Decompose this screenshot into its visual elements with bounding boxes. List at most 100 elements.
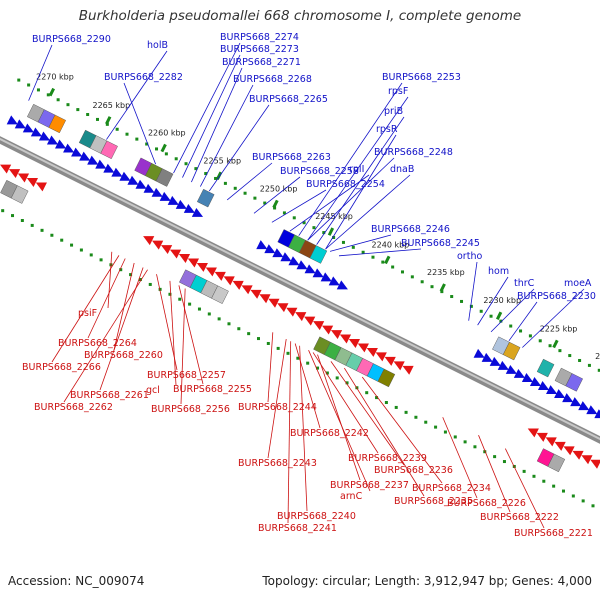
- forward-gene-arrow-head: [264, 244, 276, 254]
- forward-guide-dot: [509, 324, 513, 328]
- forward-label-leader: [182, 54, 241, 178]
- forward-gene-label: BURPS668_2230: [517, 291, 596, 302]
- forward-guide-dot: [578, 358, 582, 362]
- reverse-guide-dot: [581, 499, 585, 503]
- reverse-gene-arrow: [313, 321, 325, 331]
- forward-gene-arrow: [554, 389, 566, 399]
- reverse-gene-arrow-head: [590, 459, 600, 469]
- forward-gene-arrow: [304, 264, 316, 274]
- reverse-gene-arrow: [196, 262, 208, 272]
- reverse-gene-arrow: [26, 178, 39, 187]
- reverse-guide-dot: [247, 332, 251, 336]
- reverse-guide-dot: [414, 415, 418, 419]
- forward-gene-arrow-head: [529, 377, 542, 386]
- reverse-gene-arrow: [241, 285, 253, 295]
- forward-gene-arrow: [183, 203, 195, 213]
- forward-guide-dot: [391, 265, 395, 269]
- reverse-guide-dot: [404, 410, 408, 414]
- reverse-guide-dot: [434, 425, 438, 429]
- accession-text: Accession: NC_009074: [8, 574, 145, 588]
- reverse-gene-arrow: [536, 432, 548, 442]
- forward-guide-dot: [27, 83, 31, 87]
- reverse-gene-arrow-head: [366, 347, 378, 357]
- reverse-gene-box-body: [10, 185, 29, 204]
- reverse-gene-label: BURPS668_2262: [34, 402, 113, 413]
- scale-tick-label: 2225 kbp: [540, 324, 578, 333]
- forward-gene-arrow: [320, 272, 332, 282]
- forward-gene-arrow: [55, 139, 67, 149]
- forward-gene-arrow: [22, 123, 34, 133]
- forward-guide-dot: [194, 167, 198, 171]
- reverse-guide-dot: [50, 233, 54, 237]
- reverse-guide-dot: [227, 322, 231, 326]
- reverse-gene-label: BURPS668_2240: [277, 511, 356, 522]
- forward-guide-dot: [519, 329, 523, 333]
- forward-guide-dot: [302, 221, 306, 225]
- forward-gene-arrow-head: [135, 179, 147, 189]
- label-leaders: [28, 42, 585, 529]
- reverse-gene-arrow: [214, 271, 226, 281]
- forward-label-leader: [208, 104, 270, 192]
- reverse-gene-arrow: [357, 343, 369, 353]
- gene-labels: BURPS668_2290holBBURPS668_2282BURPS668_2…: [22, 32, 596, 539]
- reverse-gene-label: BURPS668_2242: [290, 428, 369, 439]
- reverse-gene-arrow-head: [330, 330, 343, 340]
- forward-guide-dot: [66, 103, 70, 107]
- scale-tick-mark: [327, 227, 335, 236]
- reverse-gene-arrow-head: [402, 365, 414, 375]
- reverse-gene-arrow-head: [357, 343, 369, 353]
- forward-gene-arrow: [288, 256, 300, 266]
- reverse-guide-dot: [60, 238, 64, 242]
- reverse-guide-dot: [502, 460, 506, 464]
- reverse-guide-dot: [365, 391, 369, 395]
- reverse-gene-arrow: [250, 289, 262, 299]
- reverse-guide-dot: [197, 307, 201, 311]
- reverse-gene-arrow: [17, 173, 30, 183]
- forward-gene-label: BURPS668_2290: [32, 34, 111, 45]
- forward-gene-arrow-head: [521, 372, 534, 382]
- reverse-gene-label: BURPS668_2234: [412, 483, 491, 494]
- forward-guide-dot: [400, 270, 404, 274]
- reverse-gene-label: BURPS668_2257: [147, 370, 226, 381]
- backbone-highlight: [0, 137, 600, 441]
- reverse-gene-box: [377, 368, 396, 388]
- reverse-gene-arrow: [366, 347, 378, 357]
- reverse-gene-arrow-head: [8, 169, 21, 179]
- reverse-gene-arrow: [160, 245, 173, 255]
- reverse-label-leader: [294, 343, 321, 429]
- reverse-gene-arrow: [339, 334, 352, 344]
- reverse-gene-arrow-head: [205, 267, 217, 277]
- scale-tick-label: 2270 kbp: [36, 73, 74, 82]
- forward-guide-dot: [95, 117, 99, 121]
- reverse-label-leader: [478, 435, 511, 513]
- scale-tick-mark: [439, 283, 446, 292]
- reverse-gene-box: [10, 185, 29, 204]
- forward-guide-dot: [322, 231, 326, 235]
- forward-label-leader: [329, 234, 392, 252]
- reverse-guide-dot: [286, 351, 290, 355]
- reverse-guide-dot: [571, 494, 575, 498]
- forward-label-leader: [316, 116, 405, 245]
- reverse-gene-label: BURPS668_2221: [514, 528, 593, 539]
- forward-guide-dot: [164, 152, 168, 156]
- forward-gene-box: [155, 168, 174, 187]
- forward-gene-arrow: [578, 401, 590, 411]
- reverse-gene-arrow-head: [384, 356, 396, 366]
- forward-guide-dot: [86, 113, 90, 117]
- reverse-guide-dot: [138, 278, 142, 282]
- reverse-guide-dot: [325, 371, 329, 375]
- forward-guide-dot: [312, 226, 316, 230]
- forward-guide-dot: [587, 363, 591, 367]
- forward-guide-dot: [76, 108, 80, 112]
- forward-gene-arrow: [159, 191, 171, 201]
- scale-tick-label: 2240 kbp: [372, 240, 410, 249]
- forward-guide-dot: [499, 319, 503, 323]
- reverse-guide-dot: [129, 273, 133, 277]
- reverse-gene-arrow-head: [554, 441, 566, 451]
- forward-gene-arrow: [63, 143, 75, 153]
- reverse-gene-label: BURPS668_2236: [374, 465, 453, 476]
- forward-label-leader: [253, 176, 301, 214]
- forward-gene-label: moeA: [564, 278, 592, 289]
- reverse-gene-arrow-head: [572, 450, 584, 460]
- forward-gene-arrow: [537, 381, 550, 390]
